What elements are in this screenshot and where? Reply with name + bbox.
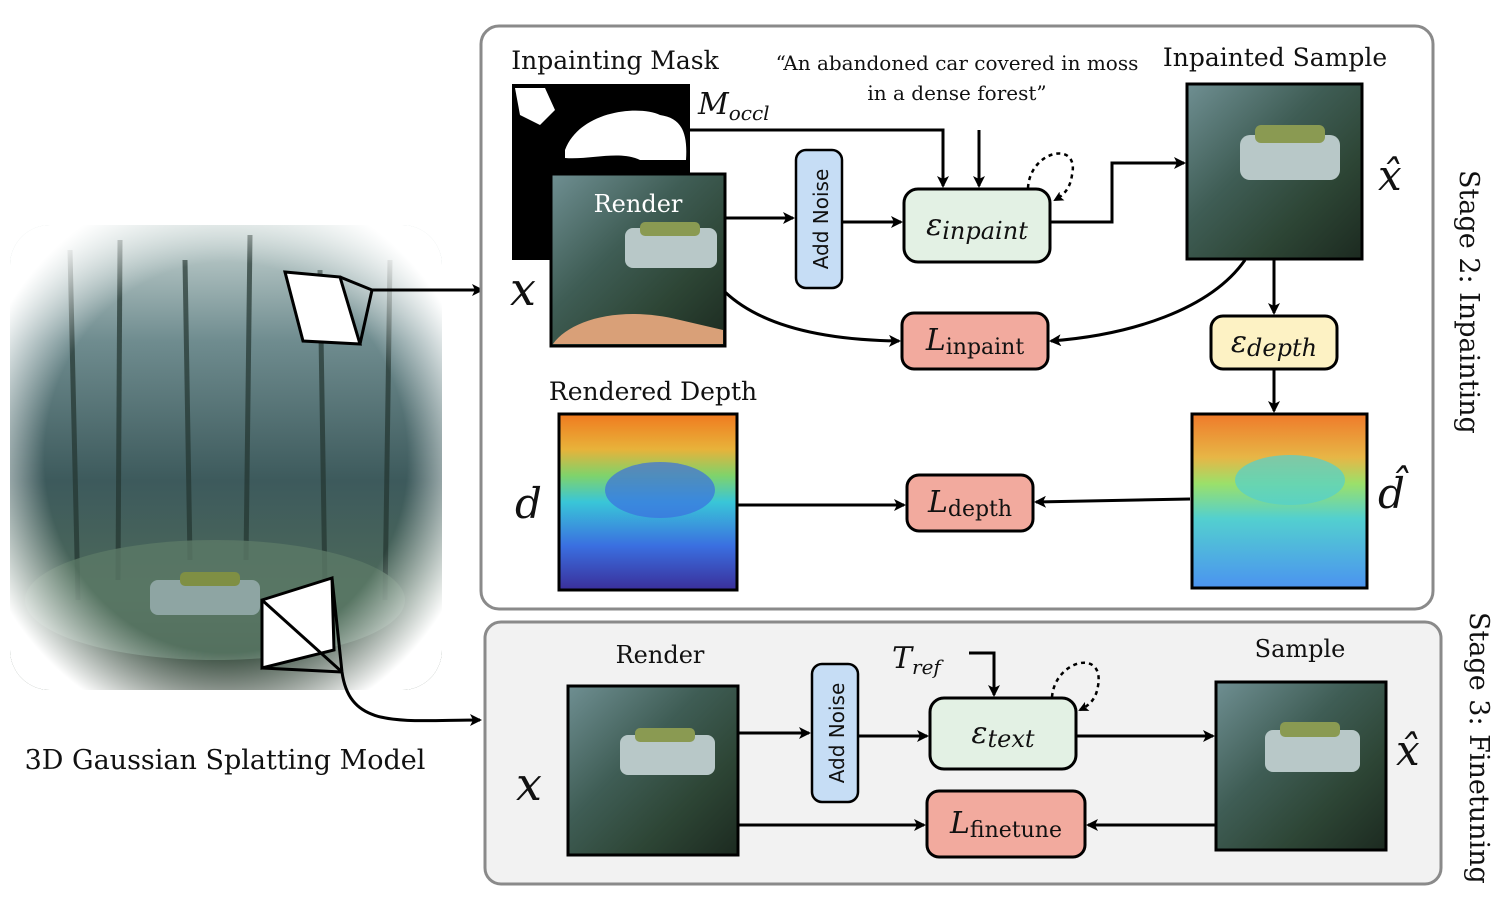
prompt-line2: in a dense forest” [867,81,1046,105]
loss-finetune-box [925,789,1087,859]
render-label-stage3: Render [616,641,705,669]
x-label-stage2: x [510,262,536,316]
arrow-dhat-to-loss [1034,495,1191,508]
sample-image-stage3 [1214,680,1388,852]
eps-inpaint-label: εinpaint [926,208,1028,245]
arrow-camera-to-stage3 [340,671,482,727]
add-noise-label-stage2: Add Noise [809,169,833,270]
dhat-label: d̂ [1378,464,1409,518]
loss-inpaint-box [900,311,1050,371]
eps-inpaint-box [902,187,1052,264]
add-noise-label-stage3: Add Noise [825,683,849,784]
model-label: 3D Gaussian Splatting Model [25,745,426,776]
tref-label: Tref [892,641,944,679]
arrow-sample-to-loss [1049,259,1247,347]
rendered-depth-image [557,412,739,592]
d-label: d [515,479,542,528]
eps-text-box [928,696,1078,771]
arrow-render-to-loss [723,290,901,347]
loss-finetune-label: Lfinetune [949,806,1062,843]
loss-depth-box [905,473,1035,533]
inpainted-sample-image [1185,82,1364,261]
mask-symbol: Moccl [697,87,770,125]
add-noise-box-stage3 [810,662,860,804]
xhat-label-stage2: x̂ [1378,151,1402,200]
mask-label: Inpainting Mask [511,46,719,75]
arrow-eps-to-sample [1050,157,1186,224]
camera-frustum-lower [260,575,344,674]
gaussian-splatting-scene [10,225,442,690]
loop-arrow-stage3 [1050,661,1100,712]
loss-inpaint-label: Linpaint [925,323,1025,360]
camera-frustum-upper [283,270,374,346]
stage2-title: Stage 2: Inpainting [1453,170,1484,434]
x-label-stage3: x [516,757,542,811]
arrow-tref-to-eps [969,651,1000,697]
inpainted-sample-label: Inpainted Sample [1163,43,1387,72]
loop-arrow-stage2 [1026,152,1075,202]
add-noise-box-stage2 [794,148,844,290]
rendered-depth-label: Rendered Depth [549,377,757,406]
eps-text-label: εtext [971,716,1034,753]
stage3-title: Stage 3: Finetuning [1463,612,1494,884]
prompt-line1: “An abandoned car covered in moss [776,51,1139,75]
xhat-label-stage3: x̂ [1396,726,1420,775]
loss-depth-label: Ldepth [927,485,1012,522]
render-image-stage3 [566,684,740,857]
eps-depth-label: εdepth [1231,325,1317,362]
render-image-stage2 [549,172,727,348]
render-label-stage2: Render [594,190,683,218]
sample-label-stage3: Sample [1255,635,1346,663]
arrow-mask-to-eps [690,128,949,188]
predicted-depth-image [1190,412,1369,590]
